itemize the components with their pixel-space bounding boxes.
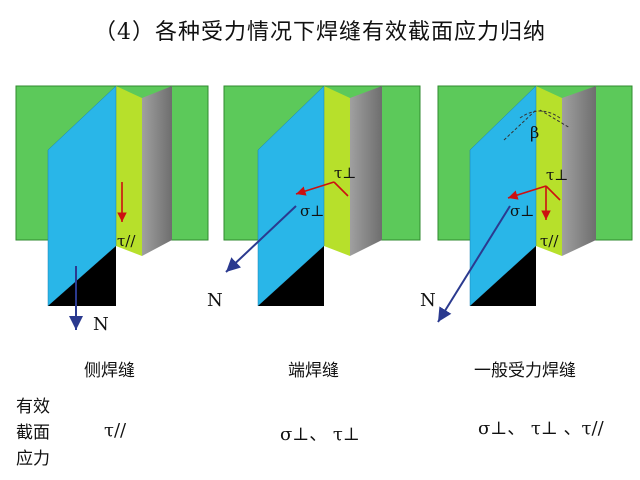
yellow-weld-face: [324, 86, 350, 256]
tau-perp-arrow: [545, 185, 561, 201]
value-end-weld: σ⊥、 τ⊥: [280, 424, 360, 445]
beta-arc: [519, 110, 561, 119]
sigma-perp-arrow: [295, 181, 335, 196]
label-tau-perp: τ⊥: [546, 166, 568, 184]
beta-dash-right: [539, 109, 571, 129]
label-tau-parallel: τ//: [540, 232, 559, 250]
row-label-line-3: 应力: [16, 449, 50, 469]
force-n-arrow: [225, 205, 297, 273]
label-n: N: [207, 290, 223, 311]
black-section: [470, 246, 536, 306]
gray-weld-face: [562, 86, 596, 256]
value-side-weld: τ//: [104, 420, 127, 441]
caption-side-weld: 侧焊缝: [84, 361, 135, 381]
panel-side-weld: [15, 85, 209, 330]
panel-general-weld: [437, 85, 633, 323]
yellow-weld-face: [116, 86, 142, 256]
gray-weld-face: [350, 86, 382, 256]
black-section: [48, 246, 116, 306]
value-general-weld: σ⊥、 τ⊥ 、τ//: [478, 418, 604, 439]
row-label-line-1: 有效: [16, 397, 50, 417]
caption-general-weld: 一般受力焊缝: [474, 361, 576, 381]
label-n: N: [93, 314, 109, 335]
label-beta: β: [530, 123, 539, 142]
label-sigma-perp: σ⊥: [510, 202, 534, 220]
black-section: [258, 246, 324, 306]
label-sigma-perp: σ⊥: [300, 202, 324, 220]
panel-end-weld: [223, 85, 421, 307]
sigma-perp-arrow: [507, 185, 547, 200]
row-label-line-2: 截面: [16, 423, 50, 443]
label-tau-parallel: τ//: [117, 232, 136, 250]
force-n-arrow: [437, 205, 511, 323]
gray-weld-face: [142, 86, 172, 256]
label-n: N: [420, 290, 436, 311]
page-title: （4）各种受力情况下焊缝有效截面应力归纳: [94, 20, 546, 45]
tau-perp-arrow: [333, 181, 349, 197]
caption-end-weld: 端焊缝: [288, 361, 339, 381]
beta-dash-left: [503, 109, 537, 141]
label-tau-perp: τ⊥: [334, 164, 356, 182]
